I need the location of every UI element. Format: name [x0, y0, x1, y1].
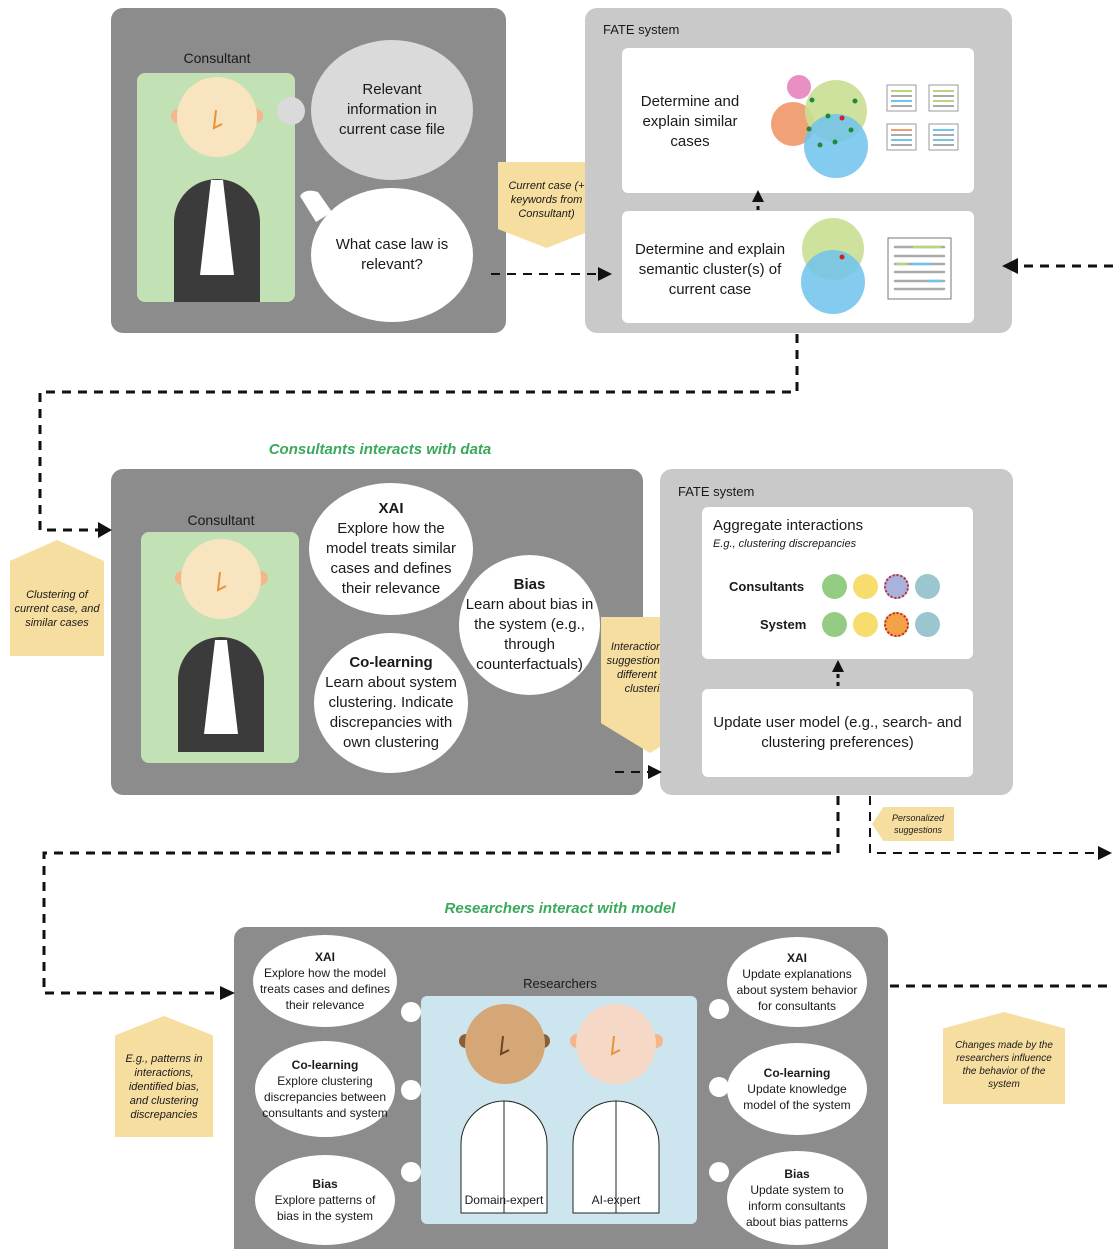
left-bias-dot	[401, 1162, 421, 1182]
consultant-cluster-dot-green	[822, 574, 847, 599]
mid-colearning-bubble: Co-learning Learn about system clusterin…	[314, 633, 468, 773]
domain-expert-label: Domain-expert	[464, 1193, 544, 1207]
researchers-label: Researchers	[523, 975, 597, 991]
right-bias-title: Bias	[784, 1167, 810, 1181]
right-colearning-dot	[709, 1077, 729, 1097]
right-xai-text: Update explanations about system behavio…	[736, 967, 858, 1013]
system-cluster-dot-green	[822, 612, 847, 637]
semantic-cluster-text: Determine and explain semantic cluster(s…	[634, 241, 786, 298]
consultant-cluster-dot-teal	[915, 574, 940, 599]
right-colearning-text: Update knowledge model of the system	[743, 1082, 851, 1112]
researchers-heading: Researchers interact with model	[444, 900, 676, 917]
mid-bias-title: Bias	[513, 576, 546, 593]
right-xai-bubble: XAI Update explanations about system beh…	[727, 937, 867, 1027]
mid-xai-text: Explore how the model treats similar cas…	[325, 520, 457, 597]
left-xai-text: Explore how the model treats cases and d…	[259, 966, 391, 1012]
thought-bubble: Relevant information in current case fil…	[311, 40, 473, 180]
right-xai-dot	[709, 999, 729, 1019]
left-bias-bubble: Bias Explore patterns of bias in the sys…	[255, 1155, 395, 1245]
right-colearning-bubble: Co-learning Update knowledge model of th…	[727, 1043, 867, 1135]
researchers-figure-bg	[421, 996, 697, 1224]
mid-colearning-title: Co-learning	[349, 654, 433, 671]
left-xai-bubble: XAI Explore how the model treats cases a…	[253, 935, 397, 1027]
mid-bias-bubble: Bias Learn about bias in the system (e.g…	[459, 555, 600, 695]
mid-consultant-label: Consultant	[187, 512, 255, 528]
left-colearning-dot	[401, 1080, 421, 1100]
clustering-side-tag: Clustering of current case, and similar …	[10, 540, 104, 656]
changes-tag: Changes made by the researchers influenc…	[943, 1012, 1065, 1104]
right-bias-text: Update system to inform consultants abou…	[745, 1183, 849, 1229]
mid-colearning-text: Learn about system clustering. Indicate …	[325, 674, 457, 751]
row-consultants-label: Consultants	[729, 579, 805, 594]
system-cluster-dot-orange-highlighted	[884, 612, 909, 637]
mid-xai-title: XAI	[378, 500, 404, 517]
consultant-cluster-dot-yellow	[853, 574, 878, 599]
left-colearning-bubble: Co-learning Explore clustering discrepan…	[255, 1041, 395, 1137]
mid-fate-title: FATE system	[678, 484, 755, 499]
top-consultant-label: Consultant	[183, 50, 251, 66]
consultant-cluster-dot-purple-highlighted	[884, 574, 909, 599]
left-xai-dot	[401, 1002, 421, 1022]
top-consultant-figure-bg	[137, 73, 295, 302]
patterns-side-tag: E.g., patterns in interactions, identifi…	[115, 1016, 213, 1137]
aggregate-title: Aggregate interactions	[713, 517, 864, 534]
mid-xai-bubble: XAI Explore how the model treats similar…	[309, 483, 473, 615]
right-bias-bubble: Bias Update system to inform consultants…	[727, 1151, 867, 1245]
system-cluster-dot-yellow	[853, 612, 878, 637]
personalized-suggestions-tag: Personalized suggestions	[872, 807, 954, 841]
update-user-model-box	[702, 689, 973, 777]
row-system-label: System	[760, 617, 807, 632]
consultants-heading: Consultants interacts with data	[268, 441, 492, 458]
current-case-tag: Current case (+ keywords from Consultant…	[498, 162, 595, 248]
mid-consultant-figure-bg	[141, 532, 299, 763]
left-bias-text: Explore patterns of bias in the system	[274, 1193, 376, 1223]
top-fate-title: FATE system	[603, 22, 680, 37]
thought-bubble-dot	[277, 97, 305, 125]
ai-expert-label: AI-expert	[591, 1193, 641, 1207]
left-colearning-text: Explore clustering discrepancies between…	[262, 1074, 388, 1120]
left-colearning-title: Co-learning	[291, 1058, 359, 1072]
left-bias-title: Bias	[312, 1177, 338, 1191]
right-xai-title: XAI	[786, 951, 807, 965]
right-bias-dot	[709, 1162, 729, 1182]
system-cluster-dot-teal	[915, 612, 940, 637]
mid-bias-text: Learn about bias in the system (e.g., th…	[465, 596, 594, 673]
speech-bubble: What case law is relevant?	[311, 188, 473, 322]
update-user-model-text: Update user model (e.g., search- and clu…	[713, 714, 962, 751]
aggregate-subtitle: E.g., clustering discrepancies	[713, 538, 857, 550]
similar-cases-text: Determine and explain similar cases	[640, 93, 740, 150]
left-xai-title: XAI	[314, 950, 335, 964]
right-colearning-title: Co-learning	[763, 1066, 831, 1080]
